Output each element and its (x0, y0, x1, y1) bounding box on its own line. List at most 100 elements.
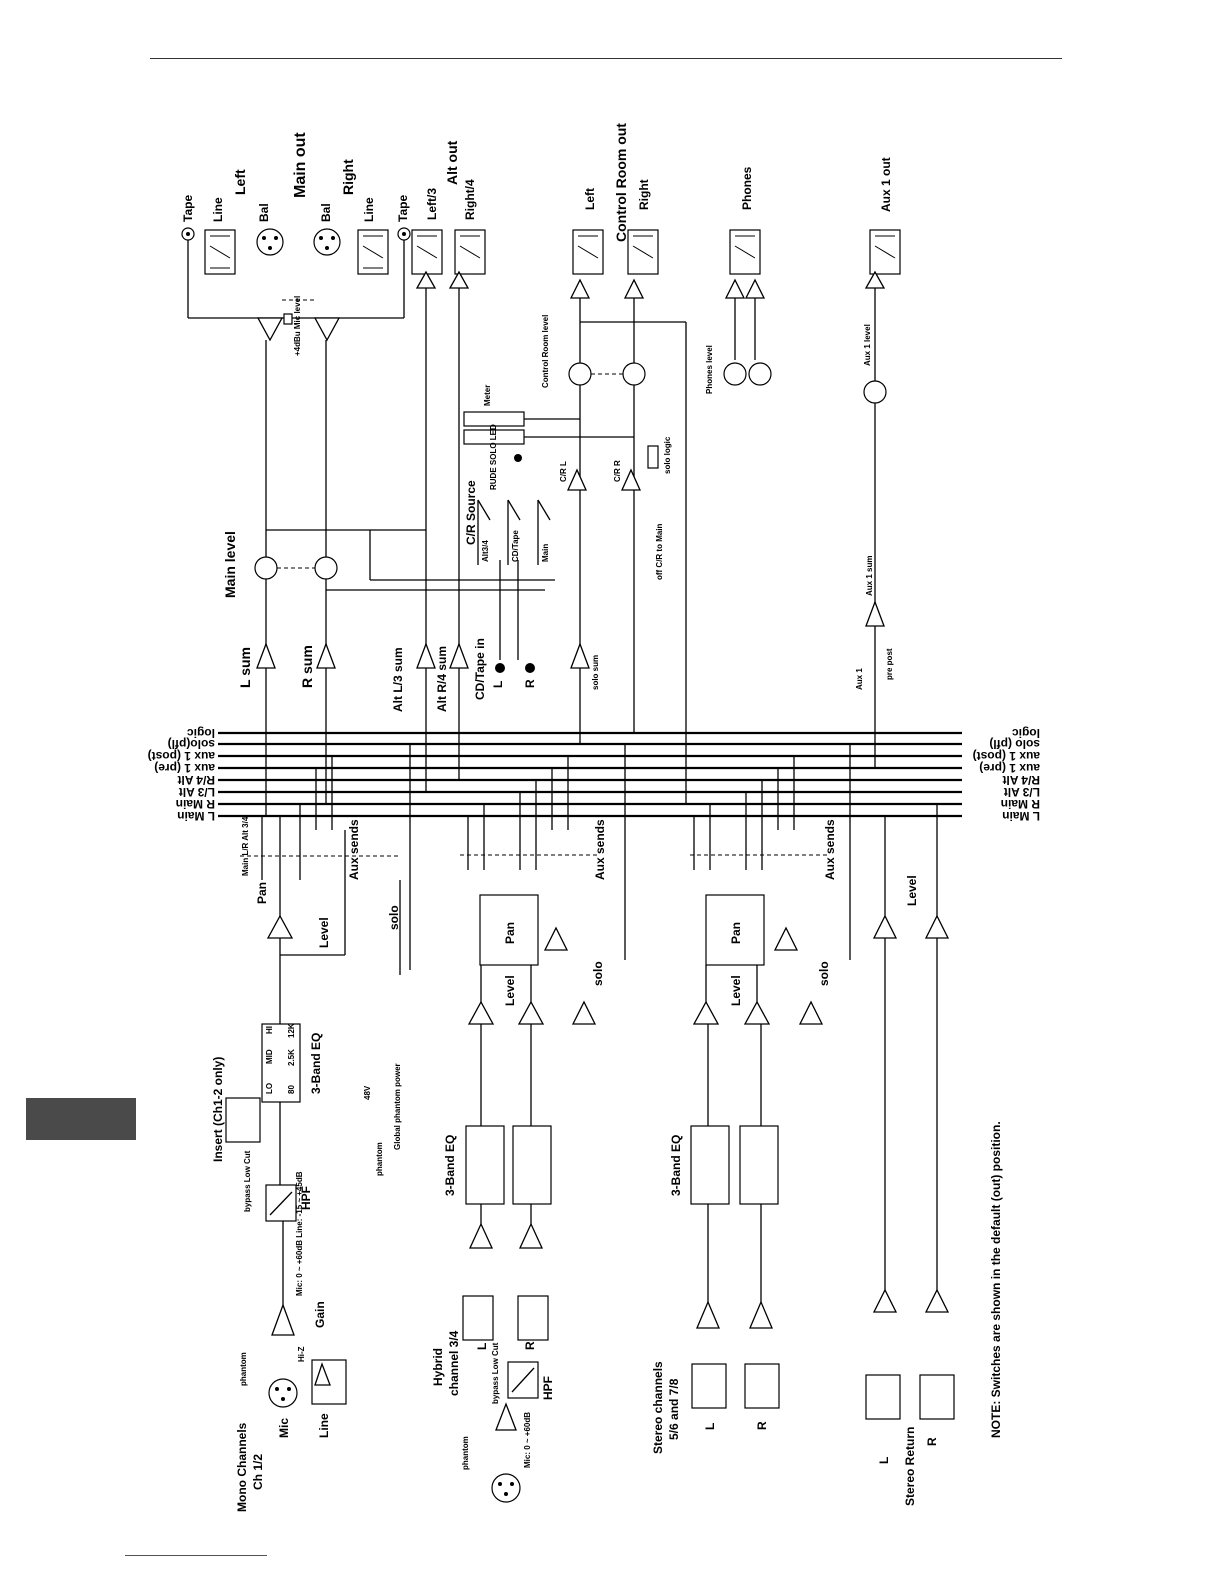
label-stereo-l: L (703, 1423, 717, 1430)
aux1-level-knob (863, 380, 887, 404)
hybrid-solo-amp (571, 1000, 597, 1025)
aux1-sum-amp (865, 600, 885, 627)
label-alt-left: Left/3 (425, 188, 439, 220)
crl-amp (566, 468, 588, 491)
footer-link-rule (125, 1555, 267, 1556)
bus-label-right-1: solo (pfl) (989, 737, 1040, 751)
label-solo-sum: solo sum (591, 655, 600, 690)
label-mono-hiz: Hi-Z (297, 1346, 306, 1362)
solo-sum-amp (570, 642, 590, 669)
label-hybrid-bypass: bypass Low Cut (491, 1342, 500, 1404)
stereo-solo-amp (798, 1000, 824, 1025)
label-aux1: Aux 1 (855, 668, 864, 690)
label-crl: C/R L (559, 461, 568, 482)
label-mono-title: Mono Channels (235, 1422, 249, 1512)
meter (463, 411, 634, 445)
cr-level-right-knob (622, 362, 646, 386)
label-mono-phantom2: phantom (375, 1142, 384, 1176)
label-mono-eq-mid: MID (265, 1049, 274, 1064)
bus-label-left-5: L/3 Alt (179, 785, 215, 799)
stereo-l-input-amp (696, 1300, 720, 1329)
mono-level-amp (266, 914, 294, 939)
return-l-amp (872, 1288, 898, 1313)
hybrid-eq-r-box (512, 1125, 552, 1205)
stereo-l-jack (691, 1363, 727, 1409)
bus-label-left-2: aux 1 (post) (148, 749, 215, 763)
label-control-room-level: Control Room level (541, 315, 550, 388)
mono-preamp (271, 1303, 295, 1336)
label-stereo-solo: solo (817, 961, 831, 986)
label-main-level: Main level (222, 531, 238, 598)
label-tape-l: Tape (181, 195, 195, 222)
label-stereo-title: Stereo channels (651, 1361, 665, 1454)
label-mono-insert: Insert (Ch1-2 only) (211, 1057, 225, 1162)
bus-label-left-6: R Main (176, 797, 215, 811)
label-mono-eq: 3-Band EQ (309, 1033, 323, 1094)
label-hybrid-level: Level (503, 975, 517, 1006)
hybrid-preamp (495, 1402, 517, 1431)
label-hybrid-r: R (523, 1341, 537, 1350)
mono-hiz-amp (314, 1362, 331, 1386)
line-left-jack (204, 229, 236, 275)
stereo-aux-amp (773, 926, 799, 951)
label-mono-pan: Pan (255, 882, 269, 904)
bal-right-xlr (313, 228, 341, 256)
label-phones: Phones (740, 166, 754, 210)
label-mic-level: +4dBu Mic level (293, 296, 302, 356)
label-cr-source: C/R Source (464, 480, 478, 545)
hybrid-level-r-amp (517, 1000, 545, 1025)
alt-r4-sum-amp (449, 642, 469, 669)
rude-solo-led (514, 454, 522, 462)
cr-left-amp (569, 278, 591, 299)
cd-tape-l-rca (495, 663, 505, 673)
label-rude-solo-led: RUDE SOLO LED (489, 424, 498, 490)
label-cd-l: L (491, 681, 505, 688)
label-tape-r: Tape (396, 195, 410, 222)
stereo-r-jack (744, 1363, 780, 1409)
hybrid-line-l-jack (462, 1295, 494, 1341)
label-alt-out: Alt out (444, 140, 460, 185)
label-r-sum: R sum (299, 645, 315, 688)
label-mono-mic: Mic (277, 1418, 291, 1438)
bus-labels-right: logic solo (pfl) aux 1 (post) aux 1 (pre… (973, 726, 1040, 823)
label-src-cdtape: CD/Tape (511, 530, 520, 562)
label-mono-gain: Gain (313, 1301, 327, 1328)
label-hybrid-solo: solo (591, 961, 605, 986)
stereo-pan-box (705, 894, 765, 966)
mono-mic-xlr (268, 1378, 298, 1408)
label-mono-eq-f3: 12K (287, 1023, 296, 1038)
label-hybrid-pan: Pan (503, 922, 517, 944)
bus-label-right-3: aux 1 (pre) (979, 761, 1040, 775)
label-line-r: Line (362, 197, 376, 222)
stereo-channel-strip (690, 744, 851, 1409)
label-stereo-r: R (755, 1421, 769, 1430)
label-cd-r: R (523, 679, 537, 688)
label-mono-eq-lo: LO (265, 1083, 274, 1094)
label-src-alt34: Alt3/4 (481, 540, 490, 562)
cr-right-jack (627, 229, 659, 275)
cr-source-switches (477, 445, 659, 565)
crr-amp (620, 468, 642, 491)
label-phones-level: Phones level (705, 345, 714, 394)
label-mono-aux-sends: Aux sends (347, 819, 361, 880)
label-aux1-out: Aux 1 out (879, 157, 893, 212)
main-right-amp (313, 317, 341, 342)
hybrid-l-input-amp (468, 1222, 494, 1249)
return-l-jack (865, 1374, 901, 1420)
hybrid-channel-strip (460, 744, 626, 1503)
label-stereo-sub: 5/6 and 7/8 (667, 1378, 681, 1440)
bus-label-right-5: L/3 Alt (1004, 785, 1040, 799)
cr-level-left-knob (568, 362, 592, 386)
label-l-sum: L sum (237, 647, 253, 688)
hybrid-pan-box (479, 894, 539, 966)
label-off-cr-to-main: off C/R to Main (655, 523, 664, 580)
label-stereo-pan: Pan (729, 922, 743, 944)
label-solo-logic: solo logic (663, 436, 672, 474)
label-aux1-level: Aux 1 level (863, 324, 872, 366)
mono-insert-jack (225, 1097, 261, 1143)
label-hybrid-phantom: phantom (461, 1436, 470, 1470)
label-mono-solo: solo (387, 905, 401, 930)
bus-label-left-3: aux 1 (pre) (154, 761, 215, 775)
stereo-r-input-amp (749, 1300, 773, 1329)
